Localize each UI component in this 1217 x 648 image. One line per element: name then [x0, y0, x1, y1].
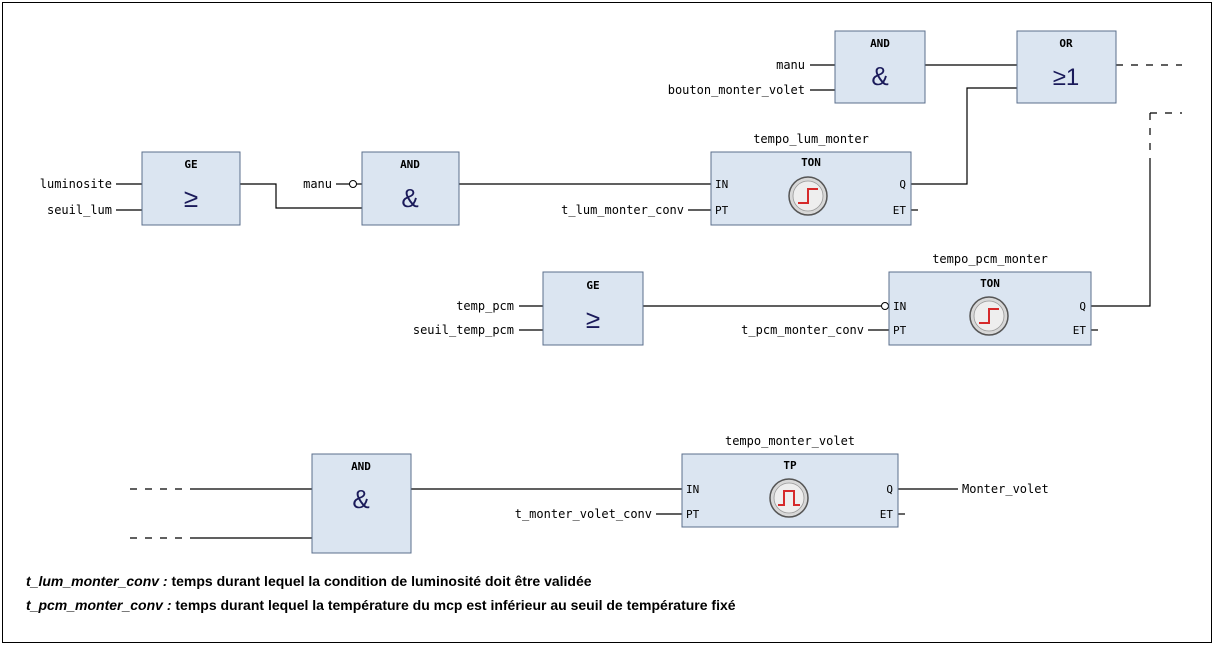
and-block-top-box [834, 30, 926, 104]
ton-block-pcm: TON IN PT Q ET [888, 271, 1092, 346]
ton-lum-pin-pt: PT [715, 204, 729, 217]
ton-pcm-pin-in: IN [893, 300, 906, 313]
ge-block-pcm: GE ≥ [542, 271, 644, 346]
wire-ge-lum-to-and [240, 183, 362, 209]
and-block-top: AND & [834, 30, 926, 104]
negation-circle-manu [349, 180, 357, 188]
wire-ton-pcm-q [1091, 160, 1151, 307]
ton-block-lum: TON IN PT Q ET [710, 151, 912, 226]
ton-lum-pin-q: Q [899, 178, 906, 191]
tp-instance-name: tempo_monter_volet [725, 434, 855, 448]
var-manu-top: manu [776, 58, 805, 72]
ge-block-lum: GE ≥ [141, 151, 241, 226]
note-t-pcm-term: t_pcm_monter_conv : [26, 597, 172, 613]
note-t-lum-term: t_lum_monter_conv : [26, 573, 168, 589]
ton-pcm-instance-name: tempo_pcm_monter [932, 252, 1048, 266]
note-t-lum: t_lum_monter_conv : temps durant lequel … [26, 573, 592, 589]
tp-block-volet: TP IN PT Q ET [681, 453, 899, 528]
ge-block-lum-symbol: ≥ [184, 183, 198, 213]
and-block-top-type: AND [870, 37, 890, 50]
and-block-top-symbol: & [871, 61, 888, 91]
var-t-pcm-monter-conv: t_pcm_monter_conv [741, 323, 864, 337]
var-t-monter-volet-conv: t_monter_volet_conv [515, 507, 652, 521]
ge-block-pcm-box [542, 271, 644, 346]
ton-lum-instance-name: tempo_lum_monter [753, 132, 869, 146]
ton-block-lum-type: TON [801, 156, 821, 169]
ge-block-lum-box [141, 151, 241, 226]
and-block-mid-symbol: & [401, 183, 418, 213]
wire-ton-lum-q-to-or [911, 87, 1017, 185]
and-block-bottom: AND & [311, 453, 412, 554]
var-t-lum-monter-conv: t_lum_monter_conv [561, 203, 684, 217]
tp-block-volet-type: TP [783, 459, 797, 472]
tp-pin-pt: PT [686, 508, 700, 521]
note-t-pcm-text: temps durant lequel la température du mc… [175, 597, 736, 613]
ton-pcm-pin-q: Q [1079, 300, 1086, 313]
or-block: OR ≥1 [1016, 30, 1117, 104]
and-block-bottom-type: AND [351, 460, 371, 473]
tp-pin-et: ET [880, 508, 894, 521]
var-monter-volet-output: Monter_volet [962, 482, 1049, 496]
and-block-bottom-symbol: & [352, 484, 369, 514]
var-seuil-lum: seuil_lum [47, 203, 112, 217]
pulse-clock-icon [769, 478, 809, 518]
timer-clock-icon [969, 296, 1009, 336]
note-t-pcm: t_pcm_monter_conv : temps durant lequel … [26, 597, 736, 613]
and-block-mid-box [361, 151, 460, 226]
or-block-symbol: ≥1 [1053, 64, 1080, 91]
or-block-box [1016, 30, 1117, 104]
var-bouton-monter-volet: bouton_monter_volet [668, 83, 805, 97]
var-luminosite: luminosite [40, 177, 112, 191]
ge-block-pcm-symbol: ≥ [586, 304, 600, 334]
negation-circle-pcm [881, 302, 889, 310]
ton-pcm-pin-et: ET [1073, 324, 1087, 337]
ton-lum-pin-in: IN [715, 178, 728, 191]
var-temp-pcm: temp_pcm [456, 299, 514, 313]
tp-pin-q: Q [886, 483, 893, 496]
ton-block-pcm-type: TON [980, 277, 1000, 290]
ton-lum-pin-et: ET [893, 204, 907, 217]
var-seuil-temp-pcm: seuil_temp_pcm [413, 323, 514, 337]
ge-block-pcm-type: GE [586, 279, 599, 292]
var-manu-mid: manu [303, 177, 332, 191]
and-block-mid-type: AND [400, 158, 420, 171]
ge-block-lum-type: GE [184, 158, 197, 171]
wires [116, 64, 1182, 539]
timer-clock-icon [788, 176, 828, 216]
note-t-lum-text: temps durant lequel la condition de lumi… [171, 573, 592, 589]
and-block-bottom-box [311, 453, 412, 554]
and-block-mid: AND & [361, 151, 460, 226]
ton-pcm-pin-pt: PT [893, 324, 907, 337]
tp-pin-in: IN [686, 483, 699, 496]
or-block-type: OR [1059, 37, 1073, 50]
